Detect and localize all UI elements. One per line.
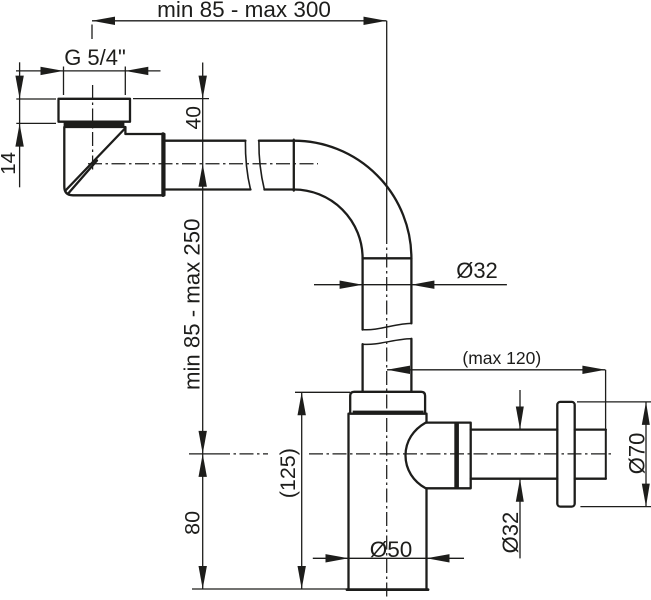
svg-text:80: 80 [180, 511, 204, 535]
svg-text:(max 120): (max 120) [462, 348, 541, 368]
svg-text:Ø50: Ø50 [370, 537, 413, 562]
svg-text:40: 40 [183, 106, 206, 129]
svg-text:min 85 - max 250: min 85 - max 250 [180, 219, 205, 390]
svg-text:(125): (125) [276, 448, 300, 498]
svg-text:Ø32: Ø32 [498, 512, 523, 554]
svg-text:min 85 - max 300: min 85 - max 300 [157, 0, 331, 22]
svg-text:Ø32: Ø32 [456, 258, 498, 283]
svg-text:G 5/4": G 5/4" [64, 45, 126, 70]
svg-text:14: 14 [0, 152, 20, 175]
svg-text:Ø70: Ø70 [625, 433, 650, 475]
